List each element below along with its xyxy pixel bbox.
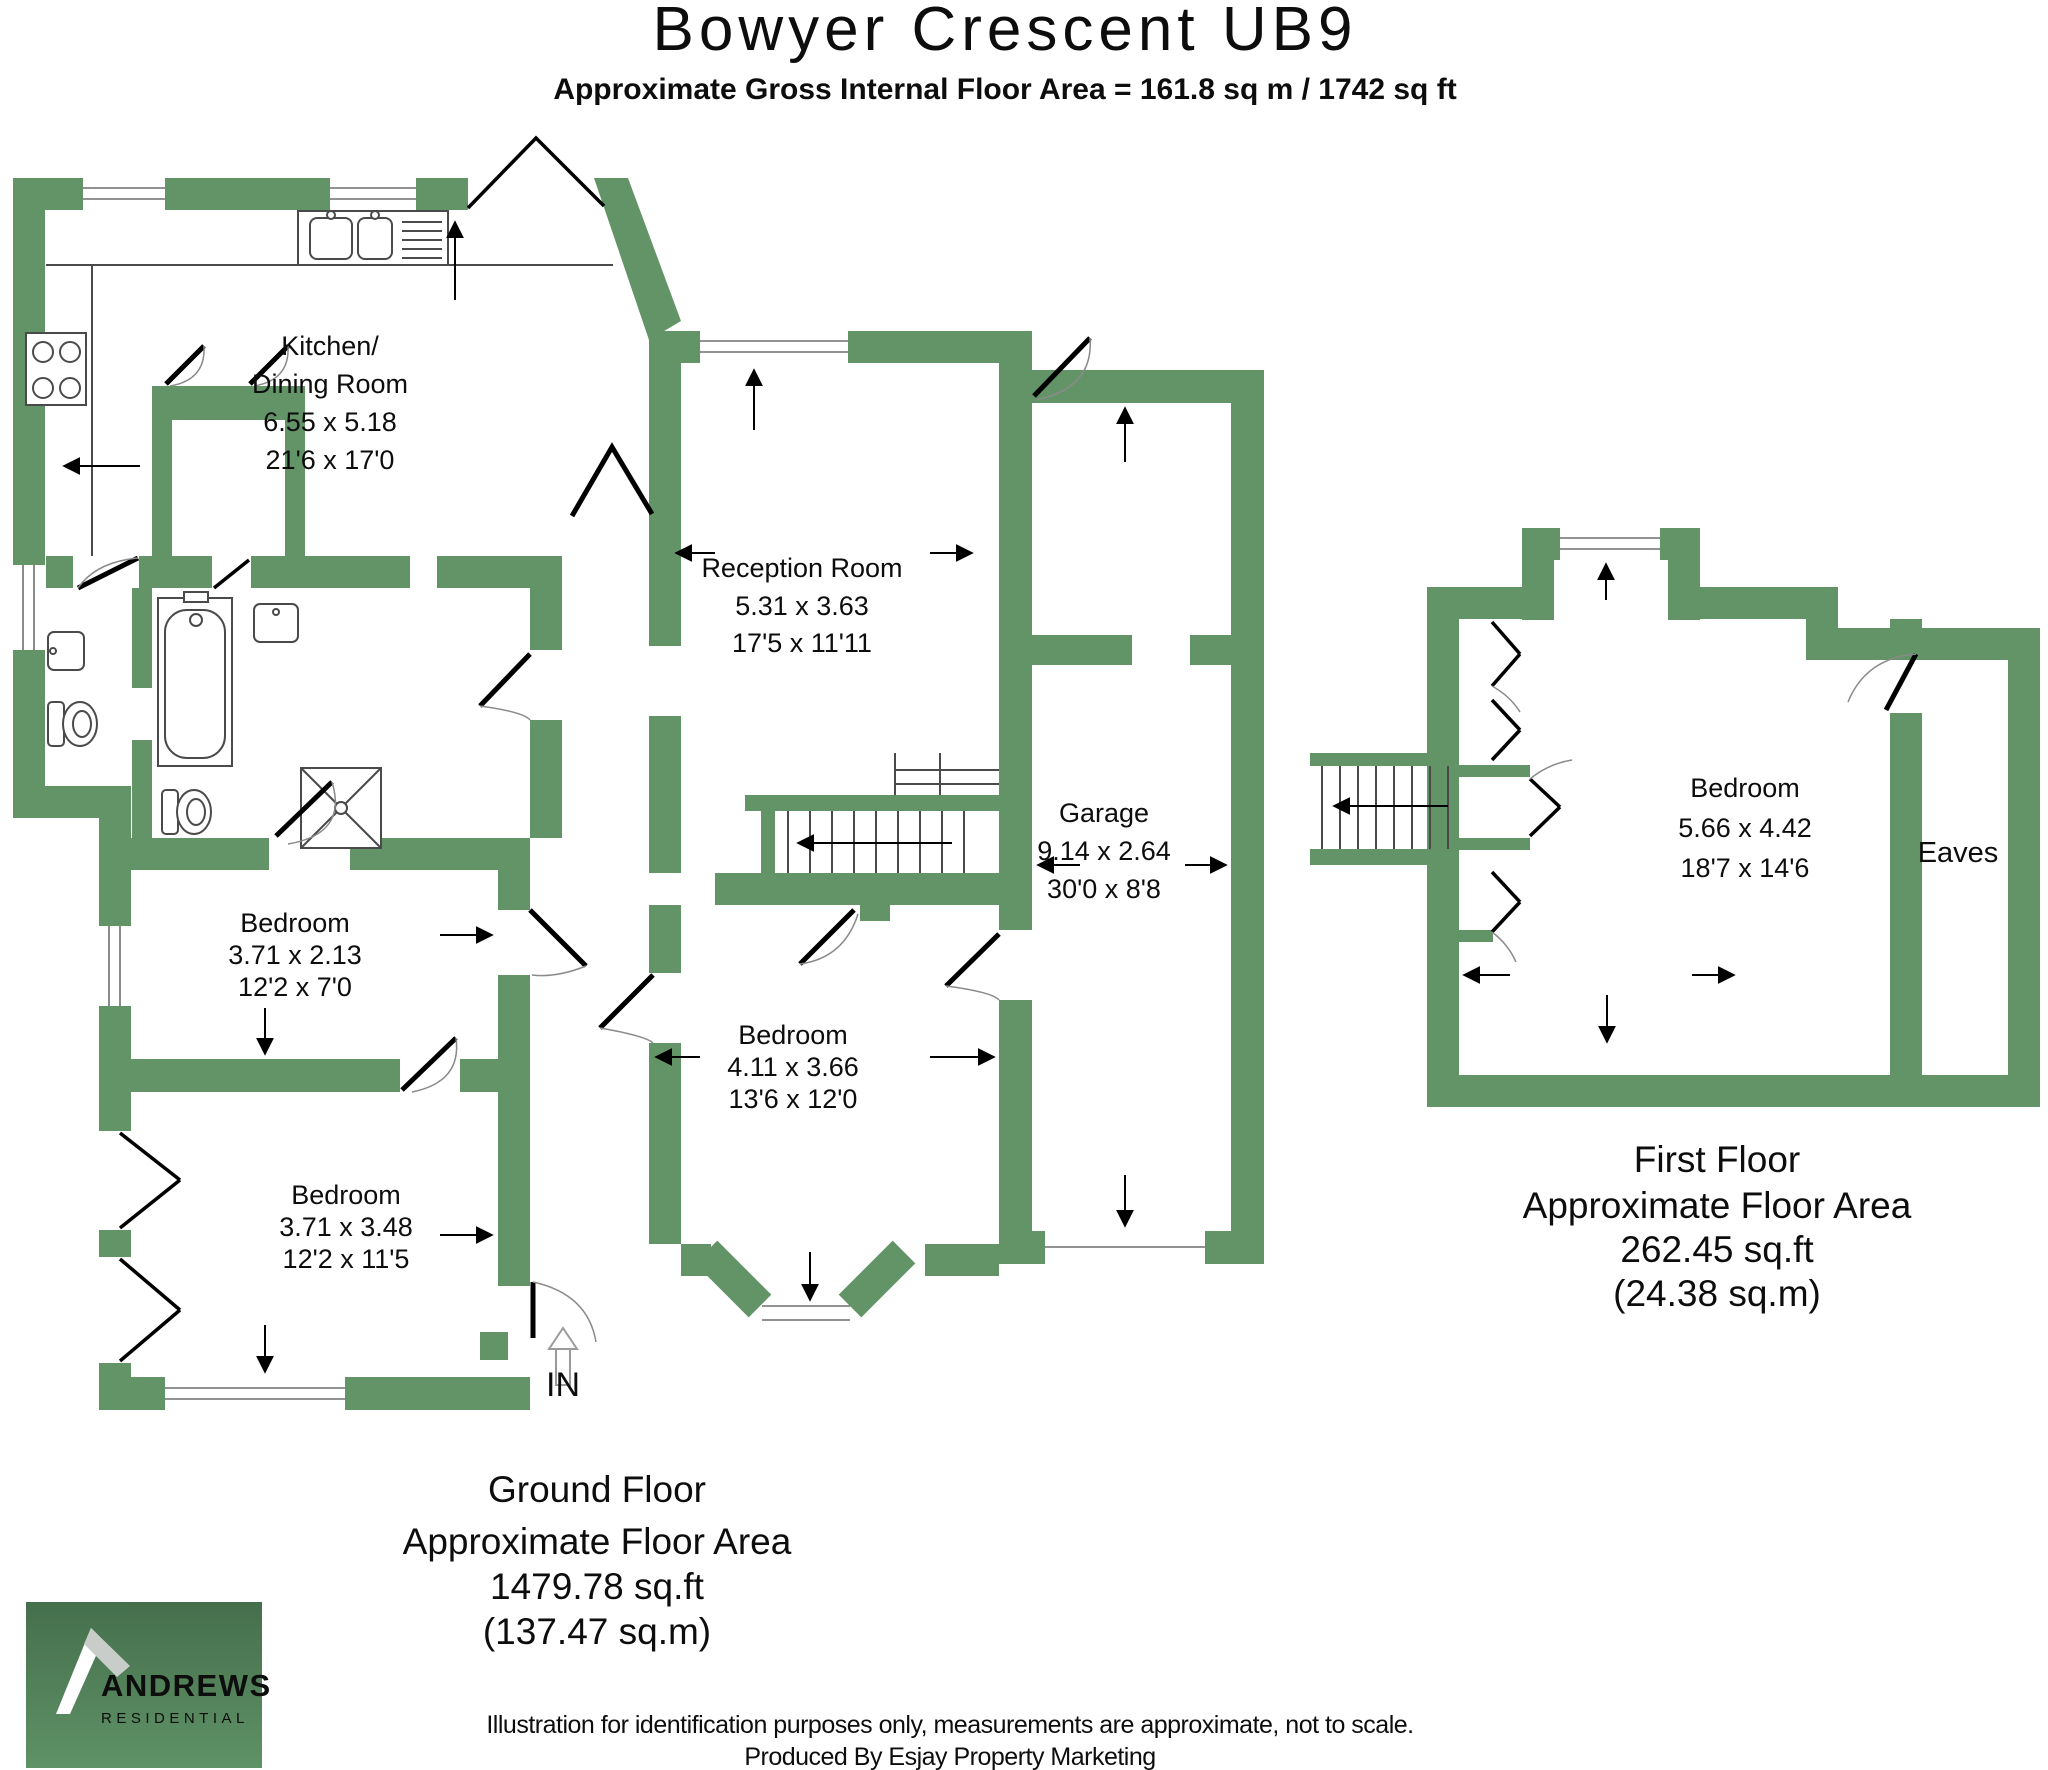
ground-stairs-icon [787, 753, 999, 873]
svg-text:(137.47 sq.m): (137.47 sq.m) [483, 1611, 711, 1652]
ground-floor-doors [76, 135, 1092, 1363]
svg-text:Approximate Floor Area: Approximate Floor Area [1523, 1185, 1912, 1226]
svg-text:Reception Room: Reception Room [701, 553, 902, 583]
svg-text:21'6 x 17'0: 21'6 x 17'0 [266, 445, 395, 475]
footer-credit: Produced By Esjay Property Marketing [744, 1743, 1155, 1770]
svg-text:5.31 x 3.63: 5.31 x 3.63 [735, 591, 869, 621]
room-label-first-bedroom: Bedroom 5.66 x 4.42 18'7 x 14'6 [1678, 773, 1812, 883]
first-floor-walls [1310, 528, 2040, 1107]
first-floor-area-label: First Floor Approximate Floor Area 262.4… [1523, 1139, 1912, 1314]
andrews-logo: ANDREWS RESIDENTIAL [26, 1602, 272, 1768]
room-label-bedroom-left: Bedroom 3.71 x 3.48 12'2 x 11'5 [279, 1180, 413, 1274]
room-label-reception: Reception Room 5.31 x 3.63 17'5 x 11'11 [701, 553, 902, 658]
page-subtitle: Approximate Gross Internal Floor Area = … [553, 73, 1456, 106]
entrance-label: IN [546, 1366, 580, 1404]
svg-text:9.14 x 2.64: 9.14 x 2.64 [1037, 836, 1171, 866]
wc-toilet-icon [47, 701, 98, 747]
svg-text:1479.78 sq.ft: 1479.78 sq.ft [490, 1566, 705, 1607]
ground-floor-windows [13, 178, 1205, 1410]
svg-text:Bedroom: Bedroom [240, 908, 350, 938]
svg-text:5.66 x 4.42: 5.66 x 4.42 [1678, 813, 1812, 843]
first-floor-dimension-arrows [1462, 562, 1736, 1044]
shower-icon [300, 767, 382, 849]
svg-text:30'0 x 8'8: 30'0 x 8'8 [1047, 874, 1161, 904]
svg-text:18'7 x 14'6: 18'7 x 14'6 [1681, 853, 1810, 883]
svg-text:First Floor: First Floor [1634, 1139, 1801, 1180]
wc-sink-icon [47, 631, 85, 671]
ground-dimension-arrows [62, 220, 1228, 1374]
bathroom-sink-icon [253, 603, 299, 643]
bath-icon [157, 591, 233, 767]
bathroom-toilet-icon [161, 789, 212, 835]
room-label-bedroom-middle: Bedroom 4.11 x 3.66 13'6 x 12'0 [727, 1020, 859, 1114]
logo-background [26, 1602, 262, 1768]
room-label-eaves: Eaves [1918, 837, 1999, 869]
svg-text:Bedroom: Bedroom [738, 1020, 848, 1050]
room-label-kitchen: Kitchen/ Dining Room 6.55 x 5.18 21'6 x … [252, 331, 408, 475]
svg-text:3.71 x 2.13: 3.71 x 2.13 [228, 940, 362, 970]
entrance-arrow-icon [547, 1326, 579, 1386]
page-title: Bowyer Crescent UB9 [653, 0, 1358, 64]
svg-text:12'2 x 7'0: 12'2 x 7'0 [238, 972, 352, 1002]
svg-text:(24.38 sq.m): (24.38 sq.m) [1613, 1273, 1821, 1314]
svg-text:17'5 x 11'11: 17'5 x 11'11 [732, 628, 872, 658]
logo-roof-shade-icon [84, 1628, 130, 1677]
svg-text:Bedroom: Bedroom [291, 1180, 401, 1210]
svg-text:Kitchen/: Kitchen/ [281, 331, 379, 361]
svg-text:13'6 x 12'0: 13'6 x 12'0 [729, 1084, 858, 1114]
ground-floor-area-label: Ground Floor Approximate Floor Area 1479… [403, 1469, 792, 1652]
first-floor-stairs-icon [1321, 766, 1449, 849]
logo-name: ANDREWS [101, 1668, 272, 1703]
first-floor-windows [1560, 528, 1660, 560]
svg-text:6.55 x 5.18: 6.55 x 5.18 [263, 407, 397, 437]
svg-text:3.71 x 3.48: 3.71 x 3.48 [279, 1212, 413, 1242]
svg-text:Bedroom: Bedroom [1690, 773, 1800, 803]
svg-text:12'2 x 11'5: 12'2 x 11'5 [283, 1244, 410, 1274]
svg-text:4.11 x 3.66: 4.11 x 3.66 [727, 1052, 859, 1082]
svg-text:262.45 sq.ft: 262.45 sq.ft [1620, 1229, 1814, 1270]
footer-disclaimer: Illustration for identification purposes… [486, 1711, 1413, 1739]
room-label-bedroom-small: Bedroom 3.71 x 2.13 12'2 x 7'0 [228, 908, 362, 1002]
svg-text:Garage: Garage [1059, 798, 1149, 828]
ground-floor-bay-walls [694, 1240, 916, 1318]
logo-tagline: RESIDENTIAL [101, 1710, 249, 1727]
stove-icon [25, 332, 87, 406]
first-floor-doors [1490, 620, 1919, 963]
kitchen-sink-icon [297, 210, 449, 266]
svg-text:Ground Floor: Ground Floor [488, 1469, 706, 1510]
svg-text:Dining Room: Dining Room [252, 369, 408, 399]
room-label-garage: Garage 9.14 x 2.64 30'0 x 8'8 [1037, 798, 1171, 904]
svg-text:Approximate Floor Area: Approximate Floor Area [403, 1521, 792, 1562]
